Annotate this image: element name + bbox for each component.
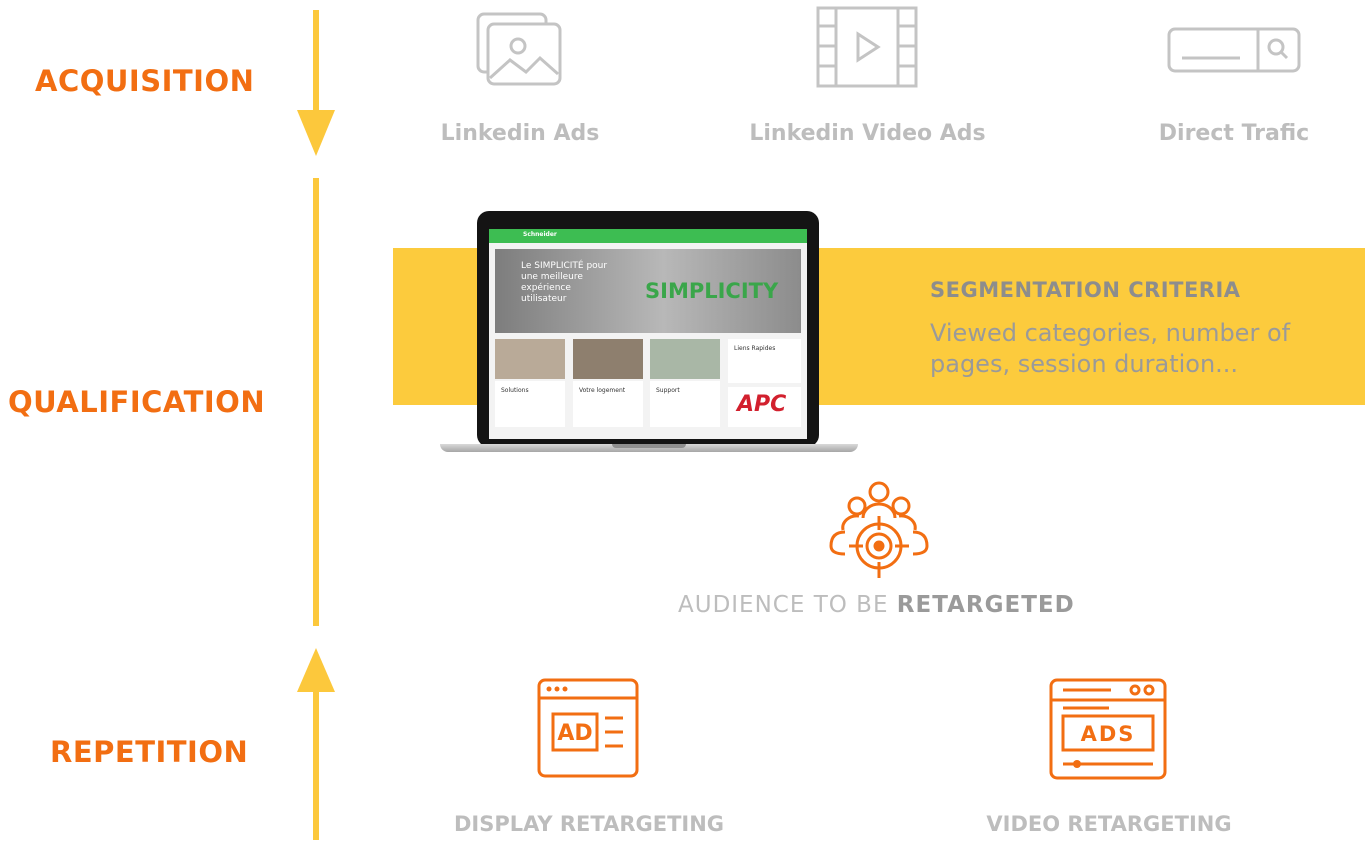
card-3: Support	[650, 381, 720, 427]
site-hero: Le SIMPLICITÉ pour une meilleure expérie…	[495, 249, 801, 333]
card-image-1	[495, 339, 565, 379]
laptop-base	[440, 444, 858, 452]
laptop-mockup: Schneider Le SIMPLICITÉ pour une meilleu…	[440, 211, 858, 453]
display-ad-icon: AD	[537, 678, 639, 778]
audience-prefix: AUDIENCE TO BE	[678, 592, 897, 618]
card-title-2: Votre logement	[579, 387, 626, 394]
target-audience-icon	[829, 481, 929, 578]
stage-qualification: QUALIFICATION	[8, 385, 266, 419]
stage-acquisition: ACQUISITION	[35, 64, 255, 98]
apc-logo: APC	[737, 392, 787, 417]
apc-banner: APC	[728, 387, 801, 427]
site-navbar: Schneider	[489, 229, 807, 243]
side-links: Liens Rapides	[728, 339, 801, 383]
video-film-icon	[816, 6, 918, 88]
qualification-line	[313, 178, 319, 626]
card-1: Solutions	[495, 381, 565, 427]
search-bar-icon	[1167, 27, 1301, 73]
audience-bold: RETARGETED	[896, 592, 1075, 618]
hero-headline: Le SIMPLICITÉ pour une meilleure expérie…	[521, 261, 608, 304]
laptop-notch	[612, 444, 686, 448]
repetition-line	[313, 688, 319, 840]
video-retargeting-label: VIDEO RETARGETING	[986, 812, 1232, 836]
video-ads-badge: ADS	[1081, 722, 1136, 746]
display-ad-badge: AD	[557, 721, 592, 746]
channel-direct-trafic: Direct Trafic	[1158, 121, 1310, 146]
stage-repetition: REPETITION	[50, 735, 249, 769]
display-retargeting-label: DISPLAY RETARGETING	[453, 812, 725, 836]
card-image-3	[650, 339, 720, 379]
audience-label: AUDIENCE TO BE RETARGETED	[678, 592, 1075, 618]
card-title-1: Solutions	[501, 387, 529, 394]
segmentation-text: Viewed categories, number of pages, sess…	[930, 319, 1291, 378]
card-image-2	[573, 339, 643, 379]
hero-simplicity: SIMPLICITY	[645, 279, 779, 303]
channel-linkedin-video-ads: Linkedin Video Ads	[749, 121, 986, 146]
website-screenshot: Schneider Le SIMPLICITÉ pour une meilleu…	[489, 229, 807, 439]
acquisition-line	[313, 10, 319, 130]
side-links-title: Liens Rapides	[734, 345, 776, 352]
segmentation-title: SEGMENTATION CRITERIA	[930, 278, 1241, 302]
card-title-3: Support	[656, 387, 680, 394]
channel-linkedin-ads: Linkedin Ads	[440, 121, 600, 146]
down-arrow-icon	[297, 110, 335, 156]
image-gallery-icon	[476, 12, 562, 86]
site-logo: Schneider	[523, 231, 557, 238]
up-arrow-icon	[297, 648, 335, 692]
video-ads-icon: ADS	[1049, 678, 1167, 780]
card-2: Votre logement	[573, 381, 643, 427]
